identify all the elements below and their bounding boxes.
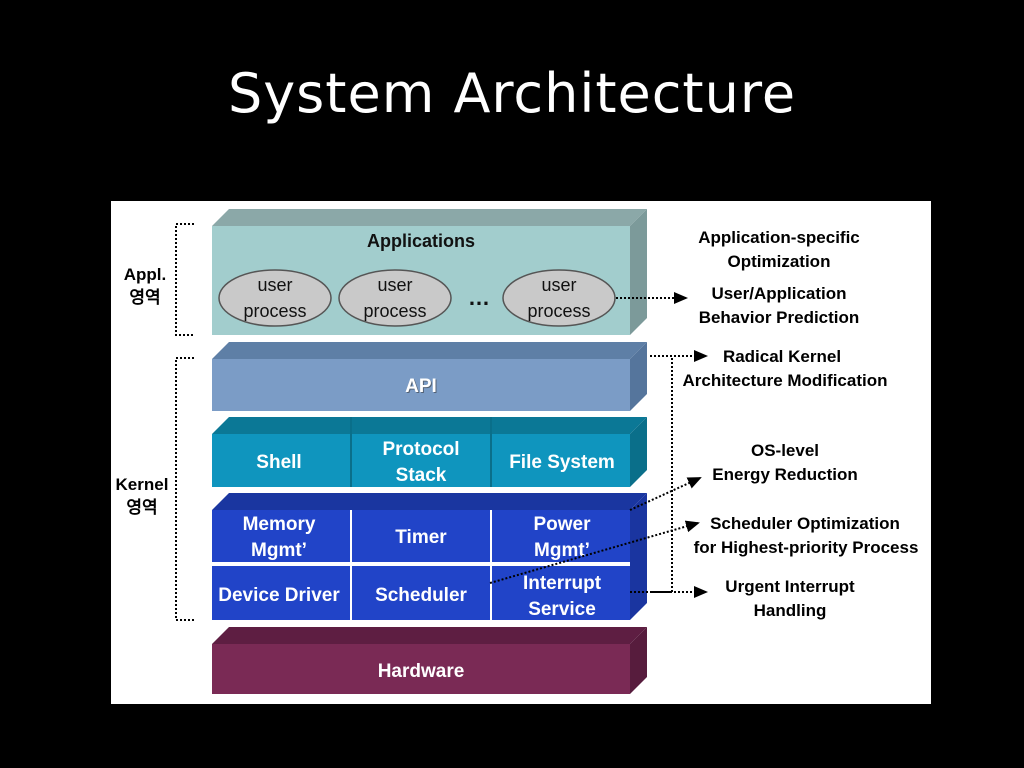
- user-process-2-line2: process: [363, 301, 426, 321]
- annotation-interrupt-line1: Urgent Interrupt: [725, 577, 855, 596]
- scheduler-label: Scheduler: [375, 585, 467, 606]
- memory-mgmt-block: [212, 510, 350, 562]
- process-ellipsis: …: [468, 285, 490, 310]
- user-process-2-line1: user: [377, 275, 412, 295]
- kernel-core: Memory Mgmt’ Timer Power Mgmt’ Device Dr…: [212, 493, 647, 620]
- interrupt-service-label-line2: Service: [528, 599, 596, 620]
- kernel-label-line1: Kernel: [116, 475, 169, 494]
- scheduler-block: [352, 566, 490, 620]
- memory-mgmt-label-line2: Mgmt’: [251, 540, 307, 561]
- user-process-3-line2: process: [527, 301, 590, 321]
- power-mgmt-label-line1: Power: [533, 514, 591, 535]
- annotation-app-specific-line1: Application-specific: [698, 228, 860, 247]
- connectors: [489, 292, 708, 598]
- annotation-app-specific-line2: Optimization: [728, 252, 831, 271]
- annotation-scheduler-opt-line1: Scheduler Optimization: [710, 514, 900, 533]
- architecture-diagram: Applications user process user process ……: [116, 209, 919, 694]
- protocol-stack-block: [352, 434, 490, 487]
- annotation-radical-line2: Architecture Modification: [683, 371, 888, 390]
- annotation-radical-line1: Radical Kernel: [723, 347, 841, 366]
- user-process-1: user process: [218, 269, 332, 327]
- user-process-1-line2: process: [243, 301, 306, 321]
- file-system-label: File System: [509, 452, 615, 473]
- annotation-energy-line2: Energy Reduction: [712, 465, 857, 484]
- shell-block: [212, 434, 350, 487]
- power-mgmt-label-line2: Mgmt’: [534, 540, 590, 561]
- appl-label-line2: 영역: [129, 288, 160, 307]
- user-process-3: user process: [502, 269, 616, 327]
- annotation-scheduler-opt-line2: for Highest-priority Process: [694, 538, 919, 557]
- interrupt-service-block: [492, 566, 630, 620]
- appl-bracket: [175, 223, 194, 336]
- user-process-3-line1: user: [541, 275, 576, 295]
- kernel-label-line2: 영역: [126, 498, 157, 517]
- hardware-layer: Hardware: [212, 627, 647, 694]
- protocol-stack-label-line2: Stack: [396, 465, 447, 486]
- user-process-1-line1: user: [257, 275, 292, 295]
- architecture-diagram-panel: Applications user process user process ……: [111, 201, 931, 704]
- svg-text:API: API: [406, 377, 438, 398]
- annotation-energy-line1: OS-level: [751, 441, 819, 460]
- timer-block: [352, 510, 490, 562]
- shell-label: Shell: [256, 452, 301, 473]
- api-label: API: [405, 376, 437, 397]
- power-mgmt-block: [492, 510, 630, 562]
- kernel-bracket: [175, 357, 194, 621]
- timer-label: Timer: [395, 527, 447, 548]
- hardware-label: Hardware: [378, 661, 465, 682]
- appl-label-line1: Appl.: [124, 265, 167, 284]
- applications-layer: Applications user process user process ……: [212, 209, 647, 335]
- annotation-behavior-line2: Behavior Prediction: [699, 308, 860, 327]
- annotation-interrupt-line2: Handling: [754, 601, 827, 620]
- file-system-block: [492, 434, 630, 487]
- user-process-2: user process: [338, 269, 452, 327]
- applications-label: Applications: [367, 231, 475, 251]
- api-layer: API API: [212, 342, 647, 411]
- slide-title: System Architecture: [227, 62, 797, 125]
- interrupt-service-label-line1: Interrupt: [523, 573, 602, 594]
- protocol-stack-label-line1: Protocol: [382, 439, 459, 460]
- annotation-behavior-line1: User/Application: [711, 284, 846, 303]
- services-row: Shell Protocol Stack File System: [212, 417, 647, 487]
- memory-mgmt-label-line1: Memory: [243, 514, 316, 535]
- device-driver-block: [212, 566, 350, 620]
- device-driver-label: Device Driver: [218, 585, 340, 606]
